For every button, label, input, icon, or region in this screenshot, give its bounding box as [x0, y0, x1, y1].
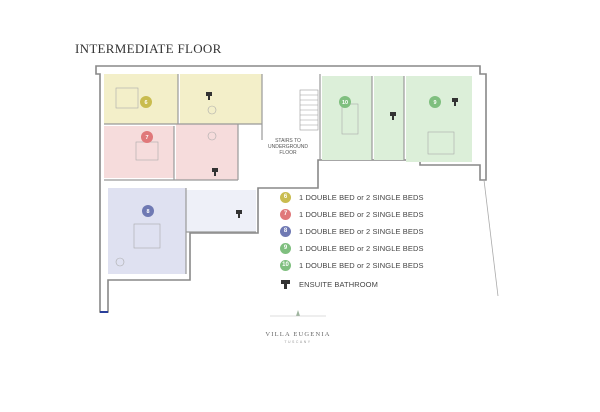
legend-text-10: 1 DOUBLE BED or 2 SINGLE BEDS [299, 260, 424, 270]
stairs-label: STAIRS TO UNDERGROUND FLOOR [268, 138, 308, 156]
room-10-number: 10 [342, 100, 348, 106]
logo-name: VILLA EUGENIA [265, 331, 331, 338]
villa-logo: VILLA EUGENIA TUSCANY [248, 305, 348, 344]
legend-dot-10: 10 [280, 259, 291, 271]
leaf-ornament-icon [270, 310, 326, 317]
room-10-bath-area [374, 76, 404, 160]
legend-row-8: 8 1 DOUBLE BED or 2 SINGLE BEDS [280, 224, 424, 238]
room-7-number: 7 [145, 135, 148, 141]
room-8-area [108, 188, 186, 274]
room-8-number: 8 [146, 209, 149, 215]
legend-text-7: 1 DOUBLE BED or 2 SINGLE BEDS [299, 209, 424, 219]
room-9-number: 9 [433, 100, 436, 106]
legend-dot-6: 6 [280, 191, 291, 203]
legend-row-9: 9 1 DOUBLE BED or 2 SINGLE BEDS [280, 241, 424, 255]
stairs [299, 89, 319, 131]
room-6-number: 6 [144, 100, 147, 106]
room-8-bath-area [186, 190, 256, 232]
legend-row-10: 10 1 DOUBLE BED or 2 SINGLE BEDS [280, 258, 424, 272]
legend-row-6: 6 1 DOUBLE BED or 2 SINGLE BEDS [280, 190, 424, 204]
room-7-bath-area [176, 124, 238, 180]
toilet-icon [281, 279, 290, 289]
room-7-area [104, 126, 174, 178]
legend-row-7: 7 1 DOUBLE BED or 2 SINGLE BEDS [280, 207, 424, 221]
legend-text-6: 1 DOUBLE BED or 2 SINGLE BEDS [299, 192, 424, 202]
legend-dot-8: 8 [280, 225, 291, 237]
room-markers [140, 96, 441, 217]
legend-dot-7: 7 [280, 208, 291, 220]
legend-text-9: 1 DOUBLE BED or 2 SINGLE BEDS [299, 243, 424, 253]
logo-sub: TUSCANY [284, 340, 312, 344]
room-9-area [406, 76, 472, 162]
legend-text-8: 1 DOUBLE BED or 2 SINGLE BEDS [299, 226, 424, 236]
ensuite-toilet-icons [206, 92, 458, 218]
room-10-area [322, 76, 372, 160]
room-6-bath-area [180, 74, 262, 124]
page-title: INTERMEDIATE FLOOR [75, 41, 222, 56]
legend-dot-9: 9 [280, 242, 291, 254]
legend-row-ensuite: ENSUITE BATHROOM [280, 277, 378, 291]
legend-text-ensuite: ENSUITE BATHROOM [299, 279, 378, 289]
